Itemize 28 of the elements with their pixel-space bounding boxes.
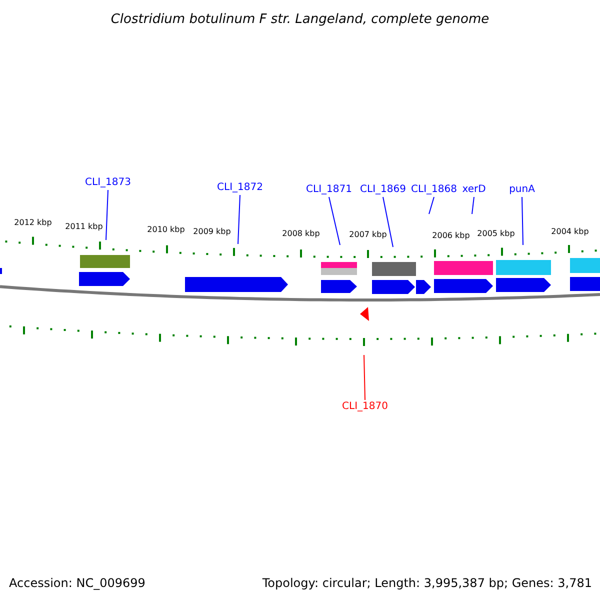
position-label: 2012 kbp <box>14 218 52 228</box>
gene-label: punA <box>509 183 535 197</box>
position-label: 2010 kbp <box>147 225 185 235</box>
position-label: 2011 kbp <box>65 222 103 232</box>
genome-summary-text: Topology: circular; Length: 3,995,387 bp; Genes: 3,781 <box>262 575 592 592</box>
accession-text: Accession: NC_009699 <box>9 575 146 592</box>
position-label: 2004 kbp <box>551 227 589 237</box>
leader-line <box>238 194 240 244</box>
gene-label: CLI_1869 <box>360 183 406 197</box>
diagram-title: Clostridium botulinum F str. Langeland, complete genome <box>110 11 490 29</box>
leader-line <box>328 196 340 246</box>
leader-line <box>364 354 366 400</box>
gene-label: CLI_1873 <box>85 176 131 190</box>
gene-label: CLI_1871 <box>306 183 352 197</box>
gene-label: xerD <box>462 183 486 197</box>
position-label: 2007 kbp <box>349 230 387 240</box>
leader-line <box>522 196 524 246</box>
leader-line <box>106 190 108 240</box>
position-label: 2008 kbp <box>282 229 320 239</box>
position-label: 2009 kbp <box>193 227 231 237</box>
gene-label: CLI_1868 <box>411 183 457 197</box>
position-label: 2006 kbp <box>432 231 470 241</box>
leader-line <box>472 196 474 214</box>
leader-line <box>382 196 394 248</box>
leader-line <box>428 196 434 214</box>
gene-label: CLI_1872 <box>217 181 263 195</box>
position-label: 2005 kbp <box>477 229 515 239</box>
gene-label: CLI_1870 <box>342 400 388 414</box>
